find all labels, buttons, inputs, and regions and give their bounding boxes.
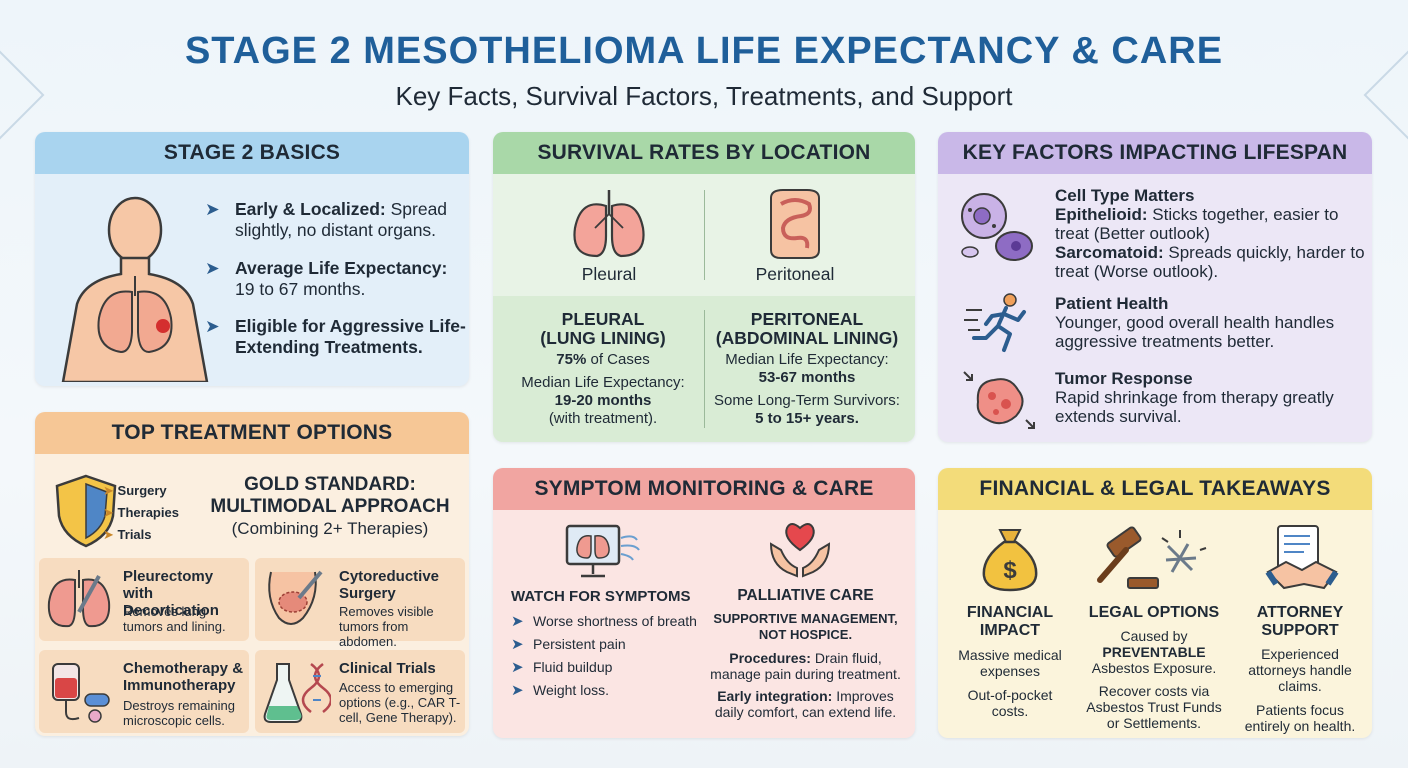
factors-heading: KEY FACTORS IMPACTING LIFESPAN	[938, 132, 1372, 174]
finance-legal: LEGAL OPTIONS Caused by PREVENTABLE Asbe…	[1086, 604, 1222, 731]
gavel-icon	[1097, 526, 1207, 589]
survival-details: PLEURAL (LUNG LINING) 75% of Cases Media…	[493, 296, 915, 442]
treatment-options-card: TOP TREATMENT OPTIONS ➤ Surgery ➤ Therap…	[35, 412, 469, 736]
survival-lower-divider	[704, 310, 705, 428]
symptom-item: ➤Fluid buildup	[511, 659, 613, 676]
key-factors-card: KEY FACTORS IMPACTING LIFESPAN Cell Type…	[938, 132, 1372, 442]
lungs-scalpel-icon	[47, 570, 111, 628]
basics-heading: STAGE 2 BASICS	[35, 132, 469, 174]
shield-labels: ➤ Surgery ➤ Therapies ➤ Trials	[103, 483, 179, 542]
gold-standard: GOLD STANDARD: MULTIMODAL APPROACH (Comb…	[210, 474, 450, 538]
lungs-icon	[573, 190, 645, 258]
heart-hands-icon	[769, 523, 831, 578]
treatment-tile-pleurectomy: Pleurectomy with Decortication Removes l…	[39, 558, 249, 641]
treatment-tile-trials: Clinical Trials Access to emerging optio…	[255, 650, 465, 733]
pleural-label: Pleural	[581, 264, 637, 284]
page-subtitle: Key Facts, Survival Factors, Treatments,…	[395, 81, 1013, 111]
symptom-item: ➤Weight loss.	[511, 682, 609, 699]
finance-heading: FINANCIAL & LEGAL TAKEAWAYS	[938, 468, 1372, 510]
basics-item-1: ➤ Early & Localized: Spread slightly, no…	[205, 199, 448, 240]
page-title: STAGE 2 MESOTHELIOMA LIFE EXPECTANCY & C…	[184, 30, 1224, 72]
basics-item-3: ➤ Eligible for Aggressive Life-Extending…	[205, 316, 466, 357]
treatment-tile-chemo: Chemotherapy & Immunotherapy Destroys re…	[39, 650, 249, 733]
stage2-basics-card: STAGE 2 BASICS ➤ Early & Localized: Spre…	[35, 132, 469, 386]
treatment-tile-cytoreductive: Cytoreductive Surgery Removes visible tu…	[255, 558, 465, 649]
shield-icon	[55, 474, 117, 548]
survival-heading: SURVIVAL RATES BY LOCATION	[493, 132, 915, 174]
factor-tumor-response: Tumor Response Rapid shrinkage from ther…	[1055, 369, 1334, 426]
peritoneal-stats: PERITONEAL (ABDOMINAL LINING) Median Lif…	[714, 309, 900, 428]
iv-bag-pills-icon	[52, 663, 110, 723]
symptom-item: ➤Worse shortness of breath	[511, 613, 697, 630]
flask-dna-icon	[263, 663, 331, 723]
watch-title: WATCH FOR SYMPTOMS	[511, 588, 691, 605]
financial-legal-card: FINANCIAL & LEGAL TAKEAWAYS $ FINANCIAL …	[938, 468, 1372, 738]
abdomen-scalpel-icon	[268, 570, 323, 625]
monitor-lungs-icon	[565, 524, 640, 578]
factor-cell-type: Cell Type Matters Epithelioid: Sticks to…	[1055, 186, 1365, 281]
finance-impact: FINANCIAL IMPACT Massive medical expense…	[958, 604, 1062, 719]
survival-rates-card: SURVIVAL RATES BY LOCATION Pleural Perit…	[493, 132, 915, 442]
peritoneal-label: Peritoneal	[755, 264, 835, 284]
running-person-icon	[964, 293, 1026, 352]
money-bag-icon: $	[982, 529, 1038, 592]
symptom-item: ➤Persistent pain	[511, 636, 626, 653]
finance-attorney: ATTORNEY SUPPORT Experienced attorneys h…	[1244, 604, 1356, 734]
torso-lungs-icon	[61, 196, 209, 382]
factor-patient-health: Patient Health Younger, good overall hea…	[1055, 294, 1335, 351]
tumor-icon	[963, 371, 1035, 429]
svg-text:$: $	[1003, 557, 1017, 584]
watch-list: ➤Worse shortness of breath ➤Persistent p…	[511, 613, 701, 699]
treatment-heading: TOP TREATMENT OPTIONS	[35, 412, 469, 454]
palliative-section: PALLIATIVE CARE SUPPORTIVE MANAGEMENT, N…	[710, 587, 901, 721]
cells-icon	[961, 193, 1033, 261]
intestines-icon	[770, 189, 820, 259]
handshake-document-icon	[1265, 525, 1339, 590]
pleural-stats: PLEURAL (LUNG LINING) 75% of Cases Media…	[521, 309, 685, 428]
survival-divider	[704, 190, 705, 280]
basics-item-2: ➤ Average Life Expectancy: 19 to 67 mont…	[205, 258, 448, 299]
symptom-monitoring-card: SYMPTOM MONITORING & CARE WATCH FOR SYMP…	[493, 468, 915, 738]
symptoms-heading: SYMPTOM MONITORING & CARE	[493, 468, 915, 510]
